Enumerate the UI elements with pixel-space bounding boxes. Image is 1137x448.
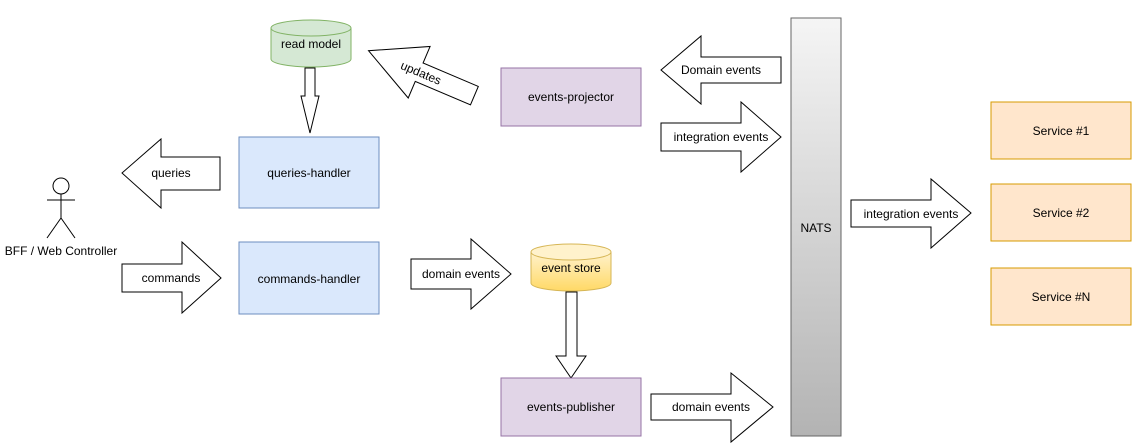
event-store-down-arrow bbox=[555, 291, 587, 379]
queries-arrow-label: queries bbox=[151, 166, 190, 180]
integration-events-to-nats-label: integration events bbox=[674, 130, 769, 144]
events-projector-label: events-projector bbox=[528, 90, 614, 104]
commands-handler-label: commands-handler bbox=[258, 272, 361, 286]
commands-arrow bbox=[121, 240, 222, 315]
actor-bff-web-controller: BFF / Web Controller bbox=[5, 177, 117, 258]
nats-label: NATS bbox=[800, 221, 831, 235]
service-2-box bbox=[990, 183, 1132, 242]
domain-events-publisher-label: domain events bbox=[672, 400, 750, 414]
nats-bus bbox=[790, 17, 842, 437]
domain-events-from-nats-label: Domain events bbox=[681, 63, 761, 77]
service-n-box bbox=[990, 267, 1132, 326]
service-1-label: Service #1 bbox=[1033, 124, 1090, 138]
commands-handler-box bbox=[238, 241, 380, 315]
domain-events-to-store-label: domain events bbox=[422, 267, 500, 281]
actor-label: BFF / Web Controller bbox=[5, 244, 117, 258]
domain-events-publisher-arrow bbox=[650, 371, 774, 444]
queries-handler-box bbox=[238, 136, 380, 209]
integration-events-to-services-arrow bbox=[850, 177, 972, 250]
events-projector-box bbox=[500, 67, 642, 127]
read-model-label: read model bbox=[281, 37, 341, 51]
integration-events-to-nats-arrow bbox=[660, 100, 782, 174]
service-2-label: Service #2 bbox=[1033, 206, 1090, 220]
event-store-cylinder: event store bbox=[530, 243, 612, 292]
read-model-down-arrow bbox=[300, 67, 320, 134]
integration-events-to-services-label: integration events bbox=[864, 207, 959, 221]
domain-events-from-nats-arrow bbox=[660, 34, 782, 106]
updates-arrow: updates bbox=[367, 45, 479, 106]
read-model-cylinder: read model bbox=[270, 19, 352, 68]
service-n-label: Service #N bbox=[1032, 290, 1091, 304]
commands-arrow-label: commands bbox=[142, 271, 201, 285]
domain-events-to-store-arrow bbox=[410, 237, 512, 311]
queries-handler-label: queries-handler bbox=[267, 166, 350, 180]
events-publisher-box bbox=[500, 377, 642, 437]
service-1-box bbox=[990, 101, 1132, 160]
events-publisher-label: events-publisher bbox=[527, 400, 615, 414]
queries-arrow bbox=[121, 137, 221, 210]
event-store-label: event store bbox=[541, 261, 601, 275]
